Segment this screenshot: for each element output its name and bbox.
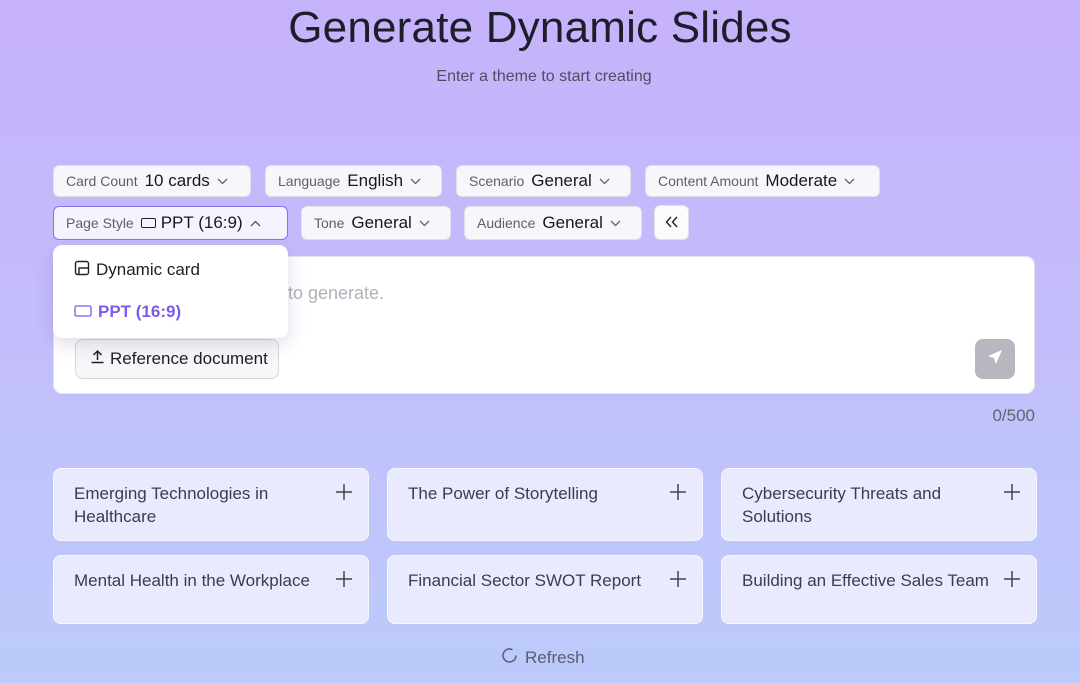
tone-label: Tone [314,215,345,231]
suggestion-card[interactable]: Building an Effective Sales Team [721,555,1037,624]
plus-icon[interactable] [334,569,354,589]
content-amount-value: Moderate [765,171,838,190]
plus-icon[interactable] [1002,569,1022,589]
suggestion-card[interactable]: Financial Sector SWOT Report [387,555,703,624]
refresh-button[interactable]: Refresh [500,646,585,670]
send-button[interactable] [975,339,1015,379]
content-amount-label: Content Amount [658,173,759,189]
tone-value: General [351,213,412,232]
suggestion-text: Mental Health in the Workplace [74,571,310,590]
language-label: Language [278,173,341,189]
suggestion-card[interactable]: Cybersecurity Threats and Solutions [721,468,1037,541]
audience-select[interactable]: Audience General [464,206,642,240]
audience-label: Audience [477,215,536,231]
suggestion-text: Building an Effective Sales Team [742,571,989,590]
language-value: English [347,171,404,190]
double-chevron-left-icon [665,212,679,233]
chevron-down-icon [410,176,421,187]
refresh-label: Refresh [525,648,585,667]
language-select[interactable]: Language English [265,165,442,197]
page-style-select[interactable]: Page Style PPT (16:9) [53,206,288,240]
suggestion-text: Financial Sector SWOT Report [408,571,642,590]
page-style-dropdown: Dynamic card PPT (16:9) [53,245,288,338]
suggestion-card[interactable]: Mental Health in the Workplace [53,555,369,624]
scenario-select[interactable]: Scenario General [456,165,631,197]
upload-icon [90,349,105,369]
reference-document-button[interactable]: Reference document [75,339,279,379]
chevron-down-icon [419,218,430,229]
page-style-label: Page Style [66,215,134,231]
suggestion-text: Emerging Technologies in Healthcare [74,484,269,526]
refresh-icon [500,646,519,670]
prompt-placeholder[interactable]: to generate. [288,283,385,303]
dropdown-option-label: Dynamic card [96,260,200,279]
dropdown-option-dynamic-card[interactable]: Dynamic card [53,249,288,291]
content-amount-select[interactable]: Content Amount Moderate [645,165,880,197]
plus-icon[interactable] [668,482,688,502]
card-count-label: Card Count [66,173,138,189]
page-subtitle: Enter a theme to start creating [436,68,652,85]
character-counter: 0/500 [992,406,1035,425]
chevron-down-icon [217,176,228,187]
page-title: Generate Dynamic Slides [288,3,792,52]
card-count-select[interactable]: Card Count 10 cards [53,165,251,197]
send-icon [986,348,1004,371]
suggestion-text: Cybersecurity Threats and Solutions [742,484,942,526]
chevron-down-icon [610,218,621,229]
reference-document-label: Reference document [110,349,268,368]
rectangle-icon [74,302,92,322]
rectangle-icon [140,218,156,228]
collapse-options-button[interactable] [654,205,689,240]
plus-icon[interactable] [1002,482,1022,502]
card-count-value: 10 cards [144,171,210,190]
dropdown-option-label: PPT (16:9) [98,302,182,321]
suggestion-text: The Power of Storytelling [408,484,598,503]
chevron-up-icon [250,218,261,229]
page-style-value: PPT (16:9) [160,213,243,232]
chevron-down-icon [599,176,610,187]
suggestion-card[interactable]: The Power of Storytelling [387,468,703,541]
scenario-label: Scenario [469,173,525,189]
suggestion-card[interactable]: Emerging Technologies in Healthcare [53,468,369,541]
plus-icon[interactable] [334,482,354,502]
dynamic-card-icon [74,260,90,281]
audience-value: General [542,213,603,232]
plus-icon[interactable] [668,569,688,589]
dropdown-option-ppt[interactable]: PPT (16:9) [53,291,288,333]
chevron-down-icon [844,176,855,187]
scenario-value: General [531,171,592,190]
tone-select[interactable]: Tone General [301,206,451,240]
